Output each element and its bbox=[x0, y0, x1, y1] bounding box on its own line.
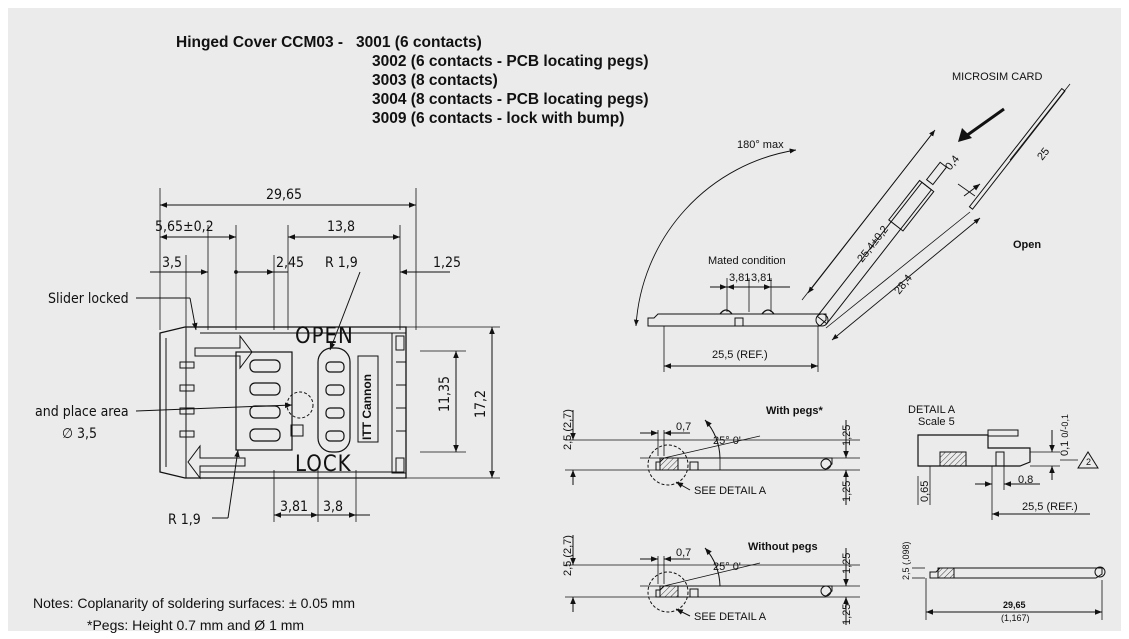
label-open: Open bbox=[1013, 239, 1042, 251]
dim-pitch-2: 3,8 bbox=[323, 499, 344, 515]
dim-mated-pitch-2: 3,81 bbox=[751, 272, 773, 284]
title-with-pegs: With pegs* bbox=[766, 405, 823, 417]
dim-b: 2,45 bbox=[276, 255, 305, 271]
dim-radius-top: R 1,9 bbox=[325, 255, 358, 271]
note-coplanarity: Notes: Coplanarity of soldering surfaces… bbox=[33, 595, 356, 611]
detail-a-view bbox=[917, 429, 1099, 520]
dim-tolerance: 0,1 0/-0,1 bbox=[1059, 414, 1071, 456]
dim-07-without-pegs: 0,7 bbox=[676, 547, 692, 559]
triangle-note-number: 2 bbox=[1086, 457, 1092, 467]
dim-tolerance-upper: 0 bbox=[1060, 432, 1070, 438]
header-title: Hinged Cover CCM03 - bbox=[176, 34, 344, 51]
dim-125-bot-without-pegs: 1,25 bbox=[841, 603, 853, 625]
variant-3001: 3001 (6 contacts) bbox=[356, 34, 482, 51]
dim-small-length: 29,65 bbox=[1003, 600, 1026, 610]
label-microsim-card: MICROSIM CARD bbox=[952, 71, 1043, 83]
stencil-lock: LOCK bbox=[295, 452, 352, 477]
dim-height: 17,2 bbox=[473, 389, 489, 418]
dim-left-tol-value: 0,2 bbox=[193, 219, 214, 235]
notes-block: Notes: Coplanarity of soldering surfaces… bbox=[33, 592, 355, 636]
logo-itt-cannon: ITT Cannon bbox=[360, 374, 374, 440]
label-place-area: and place area bbox=[35, 404, 129, 420]
dim-right-group: 13,8 bbox=[327, 219, 356, 235]
angle-with-pegs: 25° 0' bbox=[713, 435, 741, 447]
dim-125-bot-with-pegs: 1,25 bbox=[841, 480, 853, 502]
dim-small-height-value: 2,5 bbox=[901, 567, 911, 580]
dim-ref-detail: 25,5 (REF.) bbox=[1022, 501, 1078, 513]
dim-left-tol-sign: ± bbox=[183, 219, 194, 235]
dim-overall-length: 29,65 bbox=[266, 187, 303, 203]
dim-height-inner: 11,35 bbox=[437, 375, 453, 412]
angle-without-pegs: 25° 0' bbox=[713, 561, 741, 573]
label-slider-locked: Slider locked bbox=[48, 291, 129, 307]
without-pegs-view bbox=[565, 535, 860, 625]
variant-3004: 3004 (8 contacts - PCB locating pegs) bbox=[372, 91, 649, 108]
label-place-diameter: ∅ 3,5 bbox=[62, 426, 97, 442]
top-view bbox=[135, 188, 500, 522]
dim-height-with-pegs: 2,5 (2,7) bbox=[562, 409, 574, 450]
dim-tolerance-lower: -0,1 bbox=[1060, 414, 1070, 430]
title-detail-a: DETAIL A bbox=[908, 404, 956, 416]
dim-radius-bottom: R 1,9 bbox=[168, 512, 201, 528]
stencil-open: OPEN bbox=[295, 324, 354, 349]
dim-07-with-pegs: 0,7 bbox=[676, 421, 692, 433]
dim-125-top-without-pegs: 1,25 bbox=[841, 552, 853, 574]
see-detail-with-pegs: SEE DETAIL A bbox=[694, 485, 767, 497]
dim-small-height-sub: (,098) bbox=[901, 541, 911, 565]
with-pegs-view bbox=[565, 410, 860, 505]
see-detail-without-pegs: SEE DETAIL A bbox=[694, 611, 767, 623]
dim-small-height: 2,5 (,098) bbox=[901, 541, 911, 580]
variant-3002: 3002 (6 contacts - PCB locating pegs) bbox=[372, 53, 649, 70]
dim-ref-length: 25,5 (REF.) bbox=[712, 349, 768, 361]
side-view-open bbox=[633, 83, 1071, 372]
detail-a-scale: Scale 5 bbox=[918, 416, 955, 428]
dim-small-length-sub: (1,167) bbox=[1001, 613, 1030, 623]
dim-pitch-1: 3,81 bbox=[280, 499, 309, 515]
dim-08: 0,8 bbox=[1018, 474, 1034, 486]
variant-3009: 3009 (6 contacts - lock with bump) bbox=[372, 110, 625, 127]
dim-tolerance-value: 0,1 bbox=[1059, 440, 1071, 456]
variant-3003: 3003 (8 contacts) bbox=[372, 72, 498, 89]
label-angle-max: 180° max bbox=[737, 139, 784, 151]
dim-left-value: 5,65 bbox=[155, 219, 184, 235]
dim-mated-pitch-1: 3,81 bbox=[729, 272, 751, 284]
header-block: Hinged Cover CCM03 - 3001 (6 contacts) 3… bbox=[176, 33, 649, 128]
dim-height-without-pegs: 2,5 (2,7) bbox=[562, 535, 574, 576]
title-without-pegs: Without pegs bbox=[748, 541, 818, 553]
label-mated-condition: Mated condition bbox=[708, 255, 786, 267]
dim-c: 1,25 bbox=[433, 255, 462, 271]
dim-125-top-with-pegs: 1,25 bbox=[841, 424, 853, 446]
small-side-view bbox=[912, 566, 1106, 620]
dim-065: 0,65 bbox=[919, 480, 931, 502]
note-pegs: *Pegs: Height 0.7 mm and Ø 1 mm bbox=[87, 617, 305, 633]
dim-left-offset: 5,65±0,2 bbox=[155, 220, 214, 234]
dim-a: 3,5 bbox=[162, 255, 183, 271]
